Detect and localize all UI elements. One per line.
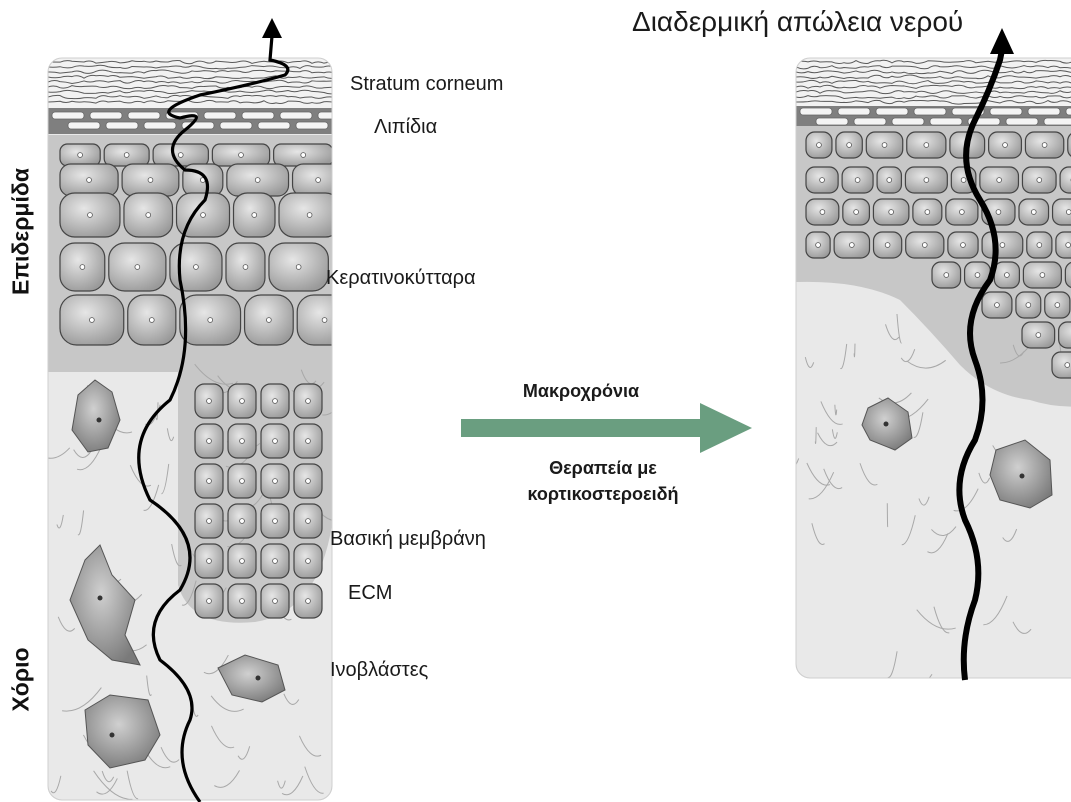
label-ecm: ECM xyxy=(348,583,392,603)
label-fibroblasts: Ινοβλάστες xyxy=(330,660,428,680)
healthy-skin-panel xyxy=(37,58,366,800)
keratinocyte xyxy=(1065,262,1071,288)
arrow-right-icon xyxy=(700,403,752,453)
side-label-epidermis: Επιδερμίδα xyxy=(10,167,33,297)
label-keratinocytes: Κερατινοκύτταρα xyxy=(326,268,476,288)
atrophic-skin-panel xyxy=(784,58,1071,689)
label-lipids: Λιπίδια xyxy=(374,117,437,137)
label-stratum-corneum: Stratum corneum xyxy=(350,74,503,94)
arrow-label-long-term: Μακροχρόνια xyxy=(496,378,666,404)
side-label-dermis: Χόριο xyxy=(10,635,33,725)
keratinocyte xyxy=(1059,322,1071,348)
arrowhead-up-icon xyxy=(990,28,1014,54)
treatment-arrow xyxy=(461,403,752,453)
label-basement-membrane: Βασική μεμβράνη xyxy=(330,529,486,549)
keratinocyte xyxy=(1060,167,1071,193)
top-title: Διαδερμική απώλεια νερού xyxy=(632,8,963,36)
arrow-label-corticosteroid: Θεραπεία με κορτικοστεροειδή xyxy=(478,455,728,507)
arrowhead-up-icon xyxy=(262,18,282,38)
